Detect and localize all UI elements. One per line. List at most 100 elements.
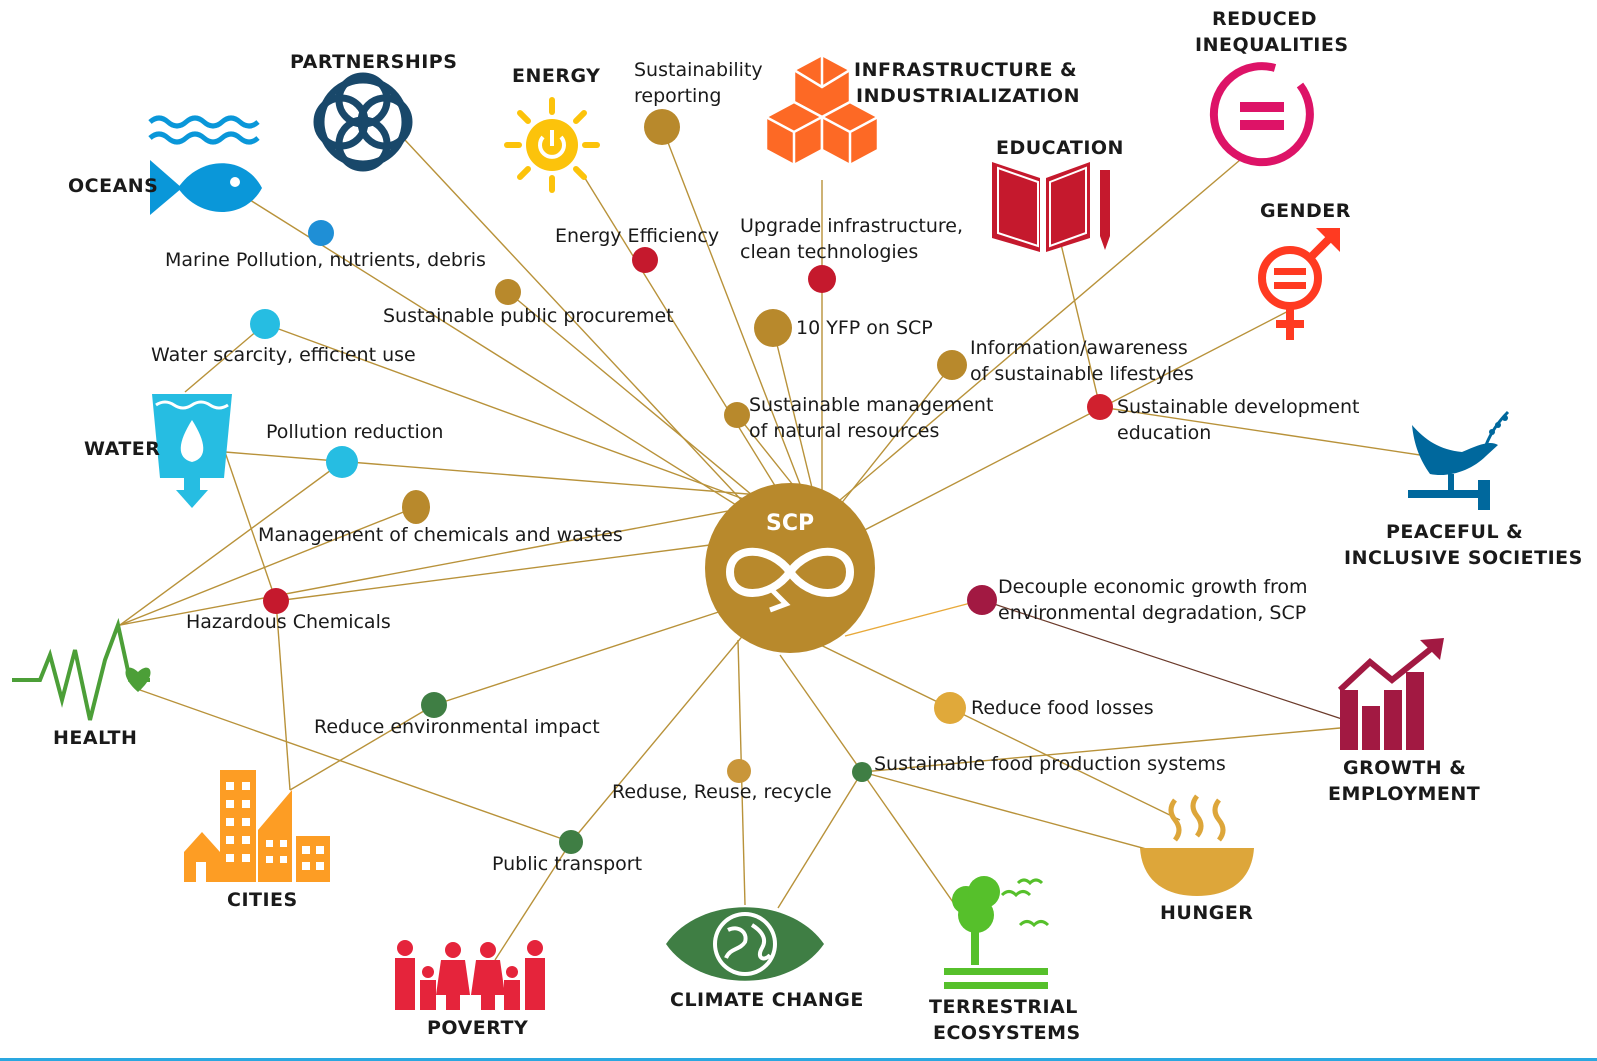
target-label-line-2: clean technologies <box>740 241 918 263</box>
target-water-scarcity: Water scarcity, efficient use <box>151 309 416 366</box>
cubes-icon <box>764 53 880 167</box>
target-node-dot <box>967 585 997 615</box>
link-center-food-production <box>779 654 863 773</box>
target-information-awareness: Information/awareness of sustainable lif… <box>937 337 1194 385</box>
growth-chart-icon <box>1337 638 1444 750</box>
target-label-line-1: Upgrade infrastructure, <box>740 215 963 237</box>
eye-globe-icon <box>666 907 824 981</box>
link-gender <box>854 304 1301 536</box>
link-food-climate <box>777 771 863 909</box>
infinity-arrow-icon <box>725 547 855 613</box>
link-decouple-growth <box>981 599 1346 721</box>
target-natural-resources: Sustainable management of natural resour… <box>724 394 993 442</box>
bowl-icon <box>1140 794 1254 896</box>
goal-infrastructure-label-2: INDUSTRIALIZATION <box>856 85 1080 107</box>
goal-gender-label: GENDER <box>1260 200 1351 222</box>
scp-center-node: SCP <box>705 483 875 653</box>
target-marine-pollution: Marine Pollution, nutrients, debris <box>165 220 486 271</box>
link-impact-center <box>433 604 741 706</box>
target-energy-efficiency: Energy Efficiency <box>555 225 719 273</box>
target-label: Sustainable public procuremet <box>383 305 674 327</box>
target-node-dot <box>421 692 447 718</box>
goal-water-label: WATER <box>84 438 160 460</box>
link-transport-poverty <box>494 841 572 961</box>
link-water-scarcity-water <box>184 323 266 393</box>
target-label-line-2: environmental degradation, SCP <box>998 602 1306 624</box>
target-nodes: Sustainability reporting Energy Efficien… <box>151 59 1359 875</box>
target-label: Public transport <box>492 853 642 875</box>
fish-waves-icon <box>148 115 262 215</box>
target-reduse-reuse: Reduse, Reuse, recycle <box>612 759 832 803</box>
target-label-line-1: Sustainability <box>634 59 763 81</box>
link-partnerships <box>404 139 761 521</box>
link-transport-center <box>570 614 761 843</box>
goal-health-label: HEALTH <box>53 727 137 749</box>
link-health-center <box>119 504 761 626</box>
sun-power-icon <box>504 97 600 193</box>
target-label: Pollution reduction <box>266 421 443 443</box>
target-food-losses: Reduce food losses <box>934 692 1154 724</box>
target-label-line-2: reporting <box>634 85 721 107</box>
goal-energy: ENERGY <box>504 65 600 193</box>
target-node-dot <box>263 588 289 614</box>
link-water <box>224 451 761 496</box>
target-node-dot <box>308 220 334 246</box>
target-label: 10 YFP on SCP <box>796 317 933 339</box>
target-label: Sustainable food production systems <box>874 753 1226 775</box>
bottom-border <box>0 1058 1597 1061</box>
target-node-dot <box>934 692 966 724</box>
target-yfp: 10 YFP on SCP <box>754 309 933 347</box>
goal-infrastructure-label-1: INFRASTRUCTURE & <box>854 59 1077 81</box>
target-label-line-1: Sustainable management <box>749 394 993 416</box>
target-upgrade-infrastructure: Upgrade infrastructure, clean technologi… <box>740 215 963 293</box>
goal-climate: CLIMATE CHANGE <box>666 907 863 1011</box>
target-label: Reduse, Reuse, recycle <box>612 781 832 803</box>
rings-icon <box>313 72 413 172</box>
target-node-dot <box>632 247 658 273</box>
target-node-dot <box>326 446 358 478</box>
goal-growth-label-2: EMPLOYMENT <box>1328 783 1480 805</box>
target-sd-education: Sustainable development education <box>1087 394 1359 444</box>
goal-reduced-inequalities-label-2: INEQUALITIES <box>1195 34 1349 56</box>
target-label: Reduce environmental impact <box>314 716 600 738</box>
target-node-dot <box>644 109 680 145</box>
target-label-line-2: education <box>1117 422 1211 444</box>
target-hazardous-chemicals: Hazardous Chemicals <box>186 588 391 633</box>
goal-cities-label: CITIES <box>227 889 298 911</box>
target-node-dot <box>495 279 521 305</box>
goal-terrestrial-label-1: TERRESTRIAL <box>929 996 1078 1018</box>
target-label-line-1: Decouple economic growth from <box>998 576 1308 598</box>
target-label-line-1: Sustainable development <box>1117 396 1359 418</box>
target-label: Hazardous Chemicals <box>186 611 391 633</box>
goal-health: HEALTH <box>12 617 151 749</box>
family-icon <box>395 940 545 1010</box>
target-node-dot <box>1087 394 1113 420</box>
goal-cities: CITIES <box>184 770 330 911</box>
link-hazardous-center <box>275 544 711 602</box>
target-label: Reduce food losses <box>971 697 1154 719</box>
link-information <box>839 364 953 506</box>
target-food-production: Sustainable food production systems <box>852 753 1226 782</box>
buildings-icon <box>184 770 330 882</box>
water-glass-icon <box>152 394 232 508</box>
target-label-line-1: Information/awareness <box>970 337 1188 359</box>
target-node-dot <box>402 490 430 524</box>
target-node-dot <box>727 759 751 783</box>
link-center-decouple <box>844 599 983 637</box>
link-health-transport <box>139 689 572 843</box>
goal-poverty: POVERTY <box>395 940 545 1039</box>
link-food-hunger <box>861 771 1151 851</box>
target-label: Marine Pollution, nutrients, debris <box>165 249 486 271</box>
goal-peaceful: PEACEFUL & INCLUSIVE SOCIETIES <box>1344 410 1582 569</box>
target-label: Water scarcity, efficient use <box>151 344 416 366</box>
target-chemicals-wastes: Management of chemicals and wastes <box>258 490 623 546</box>
link-food-terrestrial <box>861 771 956 906</box>
target-node-dot <box>808 265 836 293</box>
goal-infrastructure: INFRASTRUCTURE & INDUSTRIALIZATION <box>764 53 1080 167</box>
goal-reduced-inequalities: REDUCED INEQUALITIES <box>1195 8 1349 167</box>
link-energy <box>582 174 791 511</box>
tree-birds-icon <box>944 876 1050 989</box>
equals-ring-icon <box>1209 62 1314 167</box>
